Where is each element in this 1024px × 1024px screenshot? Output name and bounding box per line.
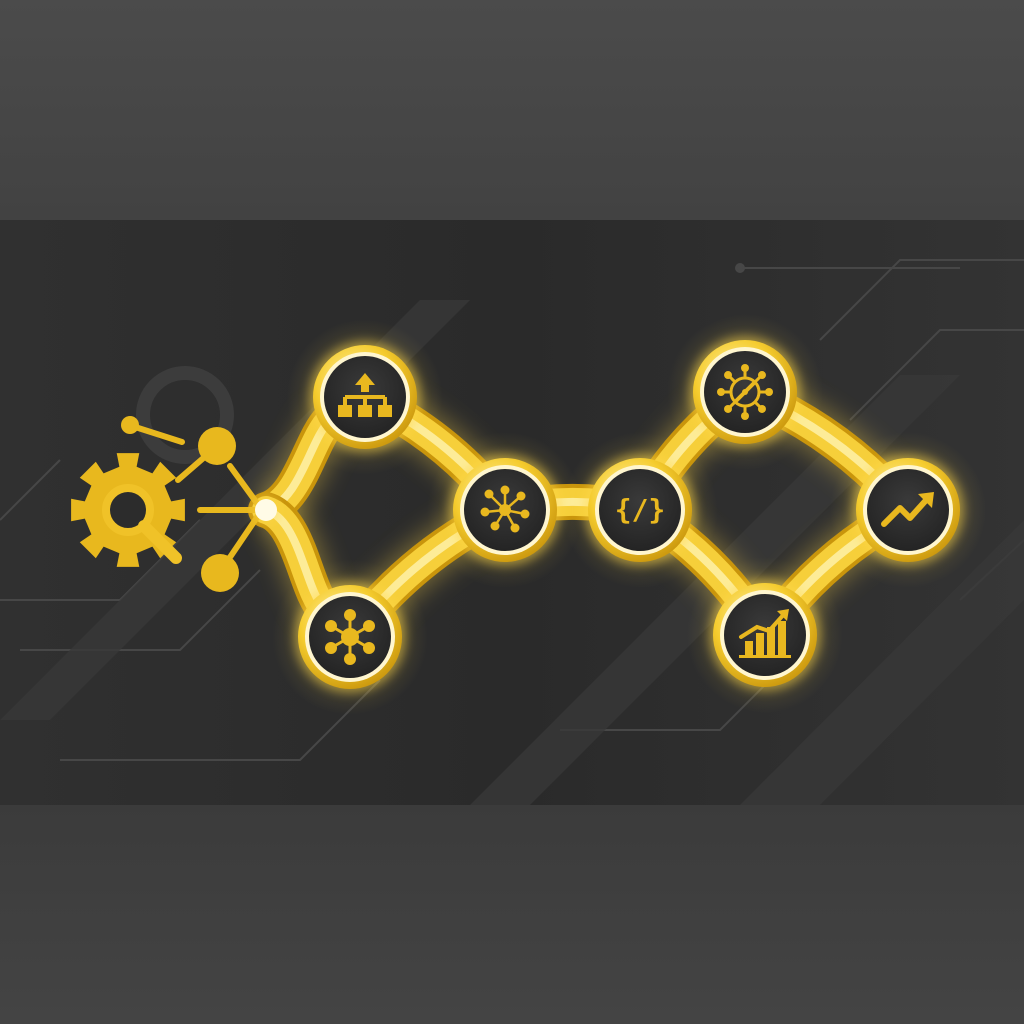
source-dots (121, 416, 239, 592)
compass-network-icon (717, 364, 773, 420)
node-compass[interactable] (689, 336, 801, 448)
background-bottom (0, 805, 1024, 1024)
node-network[interactable] (449, 454, 561, 566)
node-hub[interactable] (294, 581, 406, 693)
node-code[interactable]: {/} (584, 454, 696, 566)
background-top (0, 0, 1024, 220)
background-gear-icon (136, 366, 234, 464)
nodes-layer: {/} (294, 336, 964, 693)
network-nodes-icon (480, 485, 530, 533)
bar-chart-growth-icon (739, 609, 791, 658)
hierarchy-icon (338, 373, 392, 417)
junction-dot (255, 499, 277, 521)
node-trend-disc (867, 469, 949, 551)
node-trend[interactable] (852, 454, 964, 566)
svg-text:{/}: {/} (615, 493, 666, 526)
hub-network-icon (325, 609, 375, 665)
node-bars[interactable] (709, 579, 821, 691)
trend-up-icon (881, 492, 934, 527)
gear-magnifier-icon (71, 453, 185, 567)
node-code-disc (599, 469, 681, 551)
node-bars-disc (724, 594, 806, 676)
node-hierarchy[interactable] (309, 341, 421, 453)
code-braces-icon: {/} (615, 493, 666, 526)
